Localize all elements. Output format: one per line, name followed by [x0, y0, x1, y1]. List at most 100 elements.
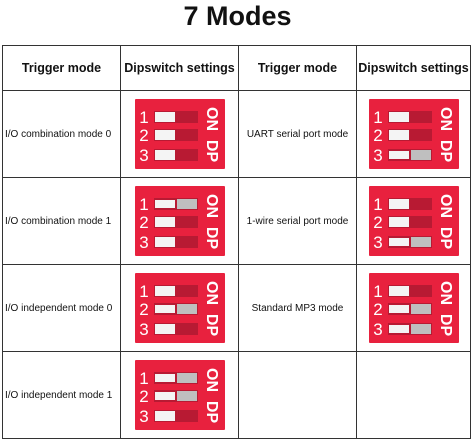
on-label: ON: [203, 107, 220, 131]
switch-number-2: 2: [373, 300, 382, 319]
switch-number-2: 2: [373, 126, 382, 145]
header-dipswitch-settings-1: Dipswitch settings: [120, 45, 239, 91]
switch-track-2: [176, 218, 197, 226]
switch-knob-3: [154, 150, 175, 160]
on-label: ON: [203, 368, 220, 392]
dp-label: DP: [437, 227, 454, 250]
switch-number-1: 1: [139, 282, 148, 301]
dp-label: DP: [203, 401, 220, 424]
switch-track-2: [154, 392, 175, 400]
switch-number-1: 1: [139, 108, 148, 127]
dp-label: DP: [203, 140, 220, 163]
switch-knob-1: [388, 199, 409, 209]
switch-knob-2: [176, 304, 197, 314]
modes-table: Trigger mode Dipswitch settings Trigger …: [2, 45, 471, 439]
dp-label: DP: [437, 314, 454, 337]
header-trigger-mode-2: Trigger mode: [238, 45, 357, 91]
switch-knob-1: [176, 373, 197, 383]
switch-knob-3: [410, 324, 431, 334]
switch-number-2: 2: [139, 300, 148, 319]
mode-label: I/O combination mode 1: [2, 177, 121, 265]
switch-track-1: [410, 200, 431, 208]
mode-label: I/O combination mode 0: [2, 90, 121, 178]
dp-label: DP: [203, 227, 220, 250]
switch-number-2: 2: [139, 213, 148, 232]
switch-knob-2: [176, 391, 197, 401]
switch-number-3: 3: [373, 320, 382, 339]
switch-number-3: 3: [139, 320, 148, 339]
on-label: ON: [437, 281, 454, 305]
switch-knob-2: [388, 217, 409, 227]
switch-knob-2: [154, 130, 175, 140]
dip-switch-graphic: 123 ON DP: [368, 273, 459, 343]
switch-track-1: [176, 287, 197, 295]
switch-knob-2: [388, 130, 409, 140]
switch-number-3: 3: [373, 233, 382, 252]
switch-track-1: [154, 374, 175, 382]
switch-track-1: [410, 287, 431, 295]
switch-knob-3: [410, 237, 431, 247]
on-label: ON: [203, 194, 220, 218]
switch-number-2: 2: [139, 126, 148, 145]
switch-knob-1: [154, 286, 175, 296]
switch-number-1: 1: [373, 282, 382, 301]
switch-knob-1: [388, 112, 409, 122]
switch-track-2: [176, 131, 197, 139]
switch-track-3: [388, 238, 409, 246]
mode-label: Standard MP3 mode: [238, 264, 357, 352]
on-label: ON: [437, 107, 454, 131]
mode-label: UART serial port mode: [238, 90, 357, 178]
switch-knob-3: [154, 411, 175, 421]
mode-label: I/O independent mode 0: [2, 264, 121, 352]
switch-track-3: [388, 325, 409, 333]
empty-cell: [356, 351, 471, 439]
switch-number-1: 1: [373, 195, 382, 214]
empty-cell: [238, 351, 357, 439]
dp-label: DP: [203, 314, 220, 337]
switch-number-3: 3: [373, 146, 382, 165]
switch-knob-2: [410, 304, 431, 314]
mode-label: 1-wire serial port mode: [238, 177, 357, 265]
switch-track-3: [176, 151, 197, 159]
on-label: ON: [437, 194, 454, 218]
switch-number-2: 2: [139, 387, 148, 406]
page-title: 7 Modes: [183, 1, 292, 31]
switch-knob-1: [176, 199, 197, 209]
switch-track-1: [176, 113, 197, 121]
header-dipswitch-settings-2: Dipswitch settings: [356, 45, 471, 91]
dp-label: DP: [437, 140, 454, 163]
switch-knob-1: [154, 112, 175, 122]
header-trigger-mode-1: Trigger mode: [2, 45, 121, 91]
switch-number-2: 2: [373, 213, 382, 232]
switch-knob-1: [388, 286, 409, 296]
switch-track-2: [388, 305, 409, 313]
switch-number-1: 1: [139, 369, 148, 388]
dip-switch-graphic: 123 ON DP: [368, 186, 459, 256]
switch-track-2: [410, 131, 431, 139]
switch-knob-3: [154, 237, 175, 247]
switch-track-2: [154, 305, 175, 313]
switch-knob-2: [154, 217, 175, 227]
switch-track-1: [410, 113, 431, 121]
switch-track-3: [176, 238, 197, 246]
switch-number-3: 3: [139, 233, 148, 252]
